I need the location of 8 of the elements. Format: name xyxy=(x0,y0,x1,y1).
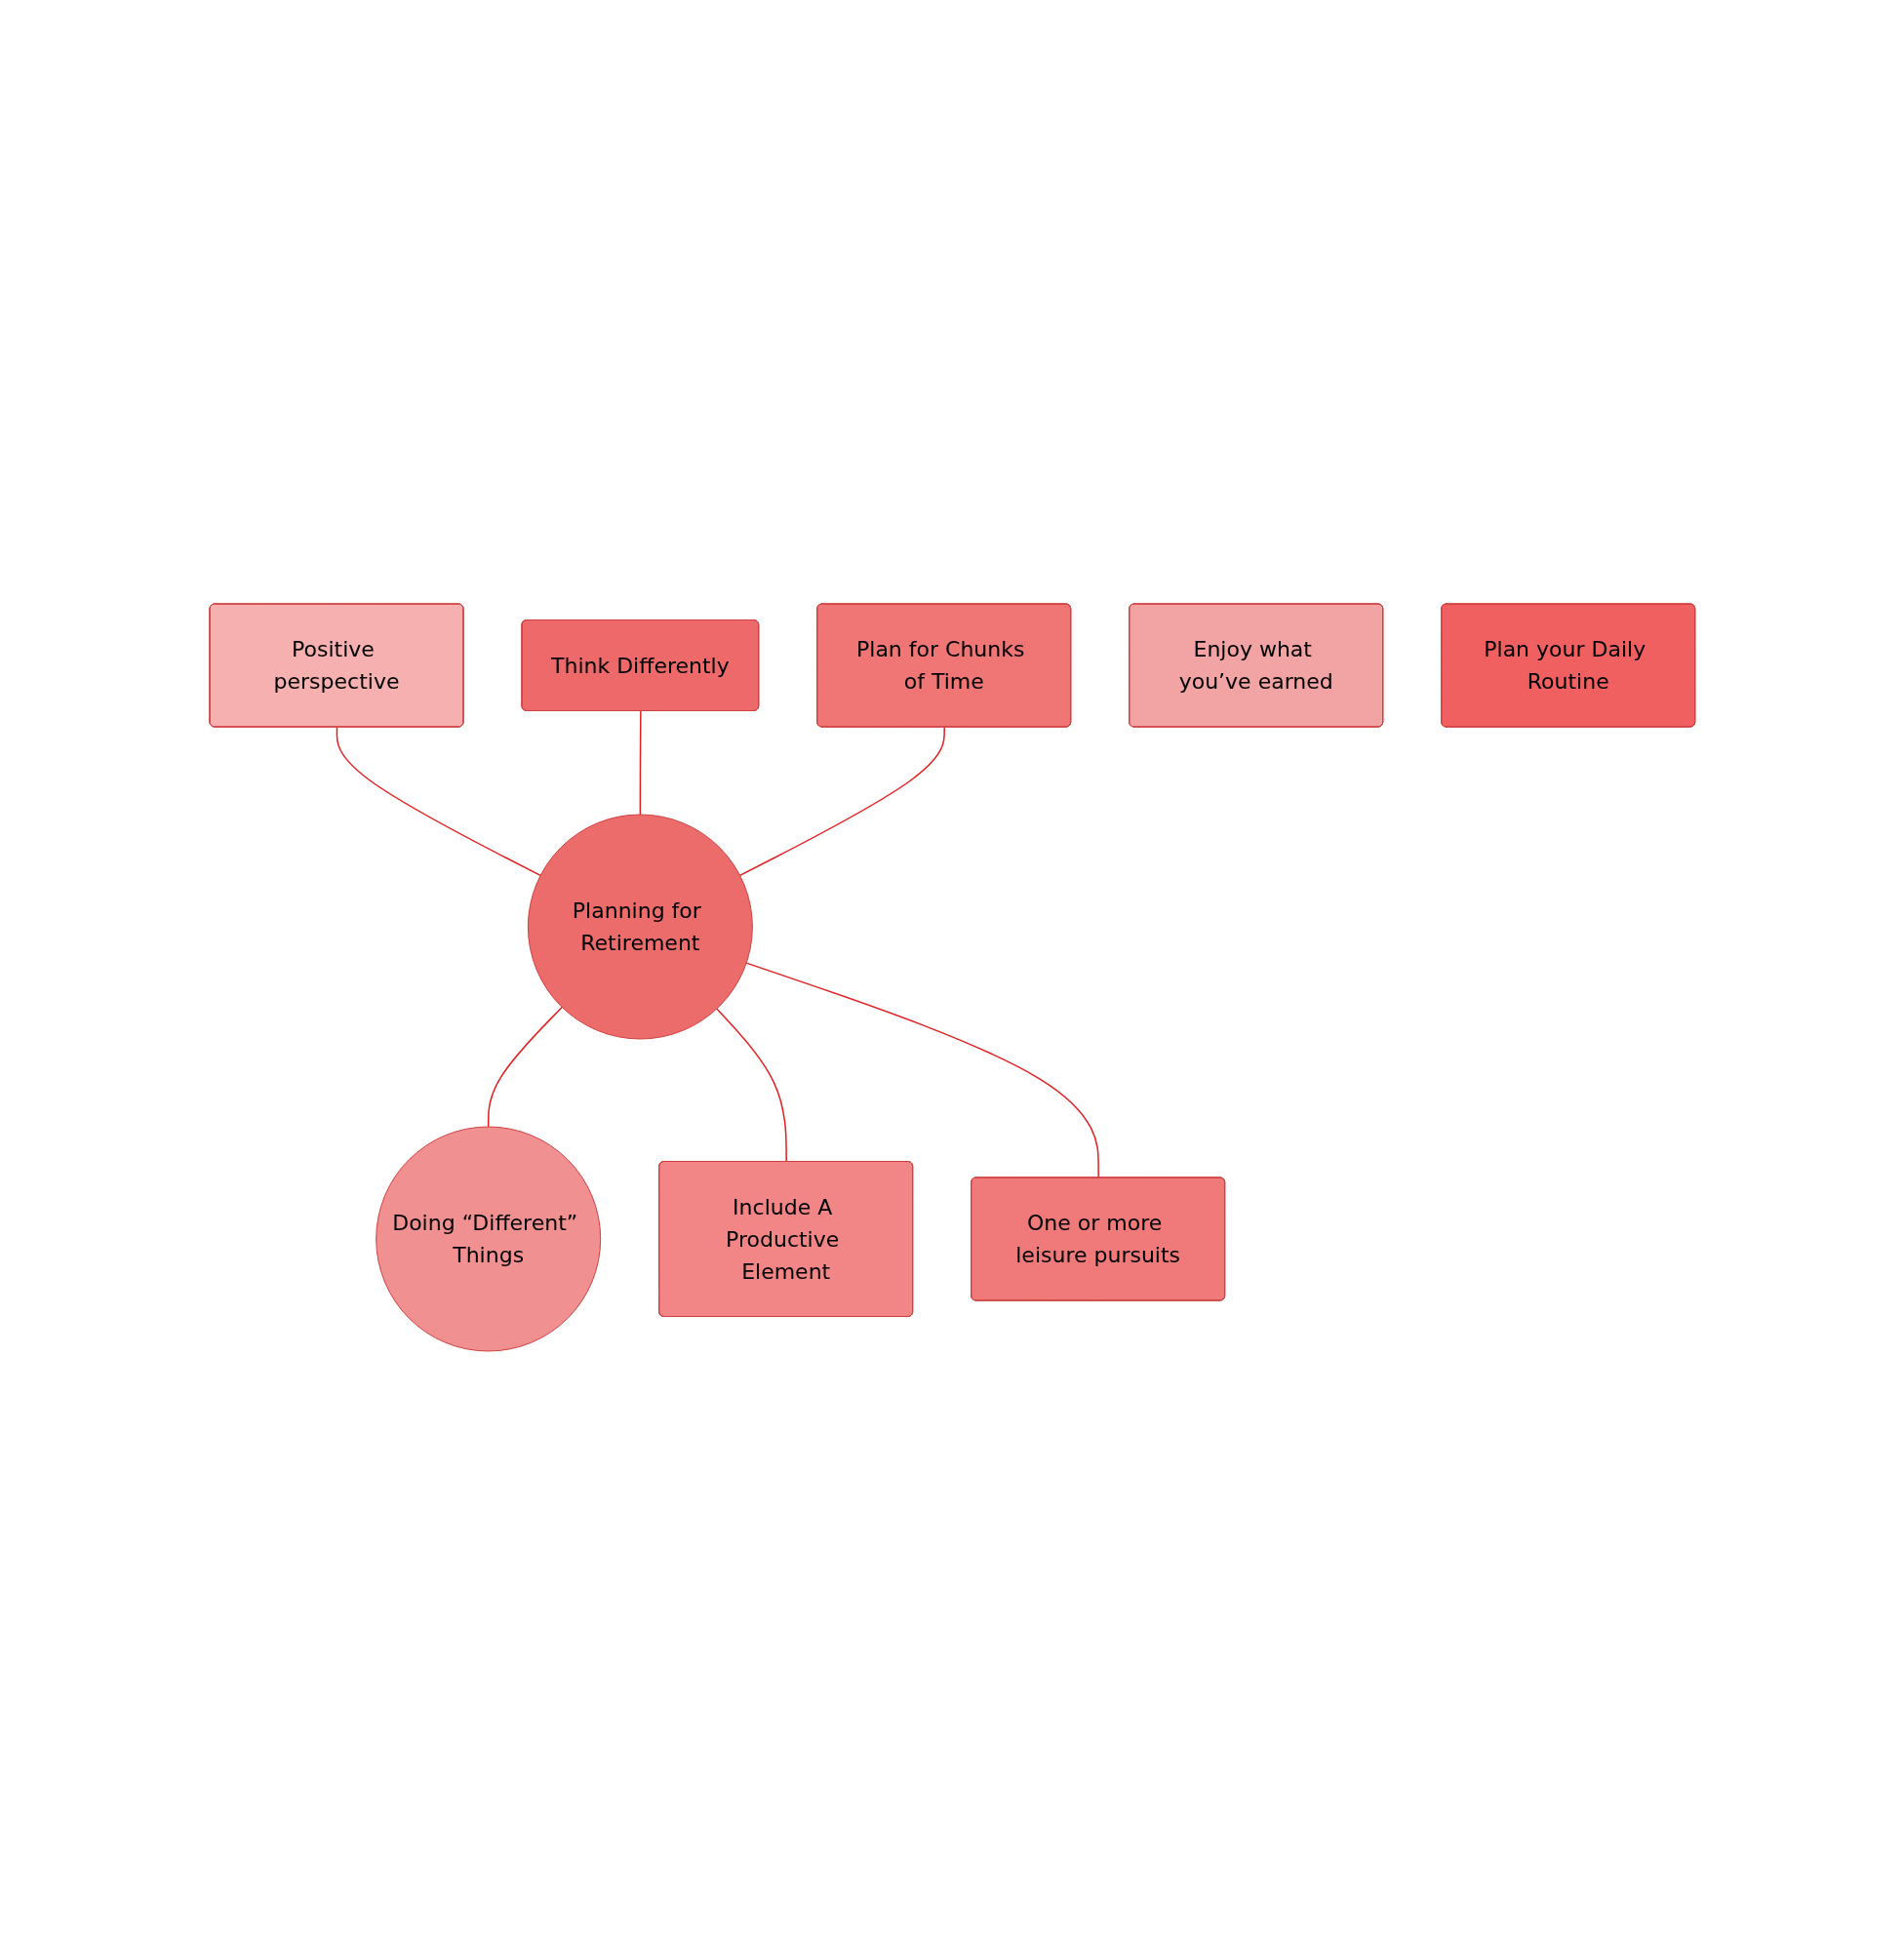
connector xyxy=(738,726,945,877)
node-circle: Doing “Different” Things xyxy=(375,1126,601,1352)
connector xyxy=(487,1006,563,1128)
connector xyxy=(715,1008,787,1163)
connector xyxy=(745,962,1099,1179)
connector xyxy=(639,710,642,816)
connector xyxy=(336,726,541,877)
node-circle: Planning for Retirement xyxy=(527,814,753,1040)
